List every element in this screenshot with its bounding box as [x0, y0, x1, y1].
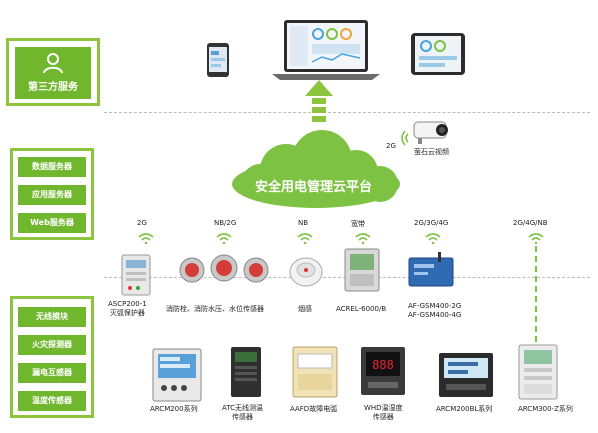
phone-icon [207, 43, 229, 77]
wifi-icon [528, 233, 544, 244]
camera-label: 萤石云视频 [414, 148, 449, 156]
svg-text:888: 888 [372, 358, 394, 372]
separator-line [104, 112, 590, 113]
wifi-icon [216, 233, 232, 244]
arcm200-device [152, 348, 202, 402]
wifi-icon [425, 233, 441, 244]
gsm-module-device [408, 252, 454, 287]
wifi-icon [138, 233, 154, 244]
third-party-panel: 第三方服务 [6, 38, 100, 106]
laptop-icon [272, 20, 380, 80]
camera-icon [413, 121, 448, 144]
tablet-icon [411, 33, 465, 75]
services-panel: 数据服务器 应用服务器 Web服务器 [10, 148, 94, 240]
wifi-icon [297, 233, 313, 244]
device-label: ARCM200BL系列 [436, 405, 493, 413]
smoke-detector-device [289, 257, 323, 287]
network-label: NB/2G [214, 219, 237, 227]
cloud-title: 安全用电管理云平台 [255, 180, 373, 195]
whd-device: 888 [361, 347, 405, 395]
network-label: 2G/3G/4G [414, 219, 449, 227]
camera-net-label: 2G [386, 142, 396, 150]
arcm200bl-device [439, 353, 493, 397]
device-label: ACREL-6000/B [336, 305, 387, 313]
network-label: 宽带 [351, 220, 365, 228]
cloud-shape [232, 130, 400, 208]
device-label: ARCM200系列 [150, 405, 198, 413]
service-item: 数据服务器 [18, 157, 86, 177]
wifi-icon [355, 233, 371, 244]
third-party-box: 第三方服务 [15, 47, 91, 99]
device-label: 消防栓、消防水压、水位传感器 [166, 305, 264, 313]
sensor-item: 温度传感器 [18, 391, 86, 411]
device-label: ATC无线测温 传感器 [222, 404, 263, 421]
device-label: WHD温湿度 传感器 [364, 404, 403, 421]
device-label: AF-GSM400-2G AF-GSM400-4G [408, 302, 462, 319]
device-label: 烟感 [298, 305, 312, 313]
acrel-terminal-device [344, 248, 380, 292]
service-item: 应用服务器 [18, 185, 86, 205]
aafd-device [292, 346, 338, 398]
arcm300z-device [518, 344, 558, 400]
sensor-item: 漏电互感器 [18, 363, 86, 383]
network-label: 2G [137, 219, 147, 227]
service-item: Web服务器 [18, 213, 86, 233]
pressure-sensor-device [179, 254, 269, 283]
atc-sensor-device [231, 347, 261, 397]
device-label: AAFD故障电弧 [290, 405, 338, 413]
arrow-up-icon [305, 80, 333, 122]
sensor-item: 无线模块 [18, 307, 86, 327]
device-label: ASCP200-1 灭弧保护器 [108, 300, 147, 317]
arc-protector-device [121, 254, 151, 296]
device-label: ARCM300-Z系列 [518, 405, 573, 413]
person-icon [43, 53, 63, 74]
third-party-label: 第三方服务 [28, 82, 78, 93]
network-label: NB [298, 219, 309, 227]
connector-line [535, 246, 537, 342]
wifi-icon [401, 130, 409, 146]
network-label: 2G/4G/NB [513, 219, 548, 227]
sensors-panel: 无线模块 火灾探测器 漏电互感器 温度传感器 [10, 296, 94, 418]
sensor-item: 火灾探测器 [18, 335, 86, 355]
